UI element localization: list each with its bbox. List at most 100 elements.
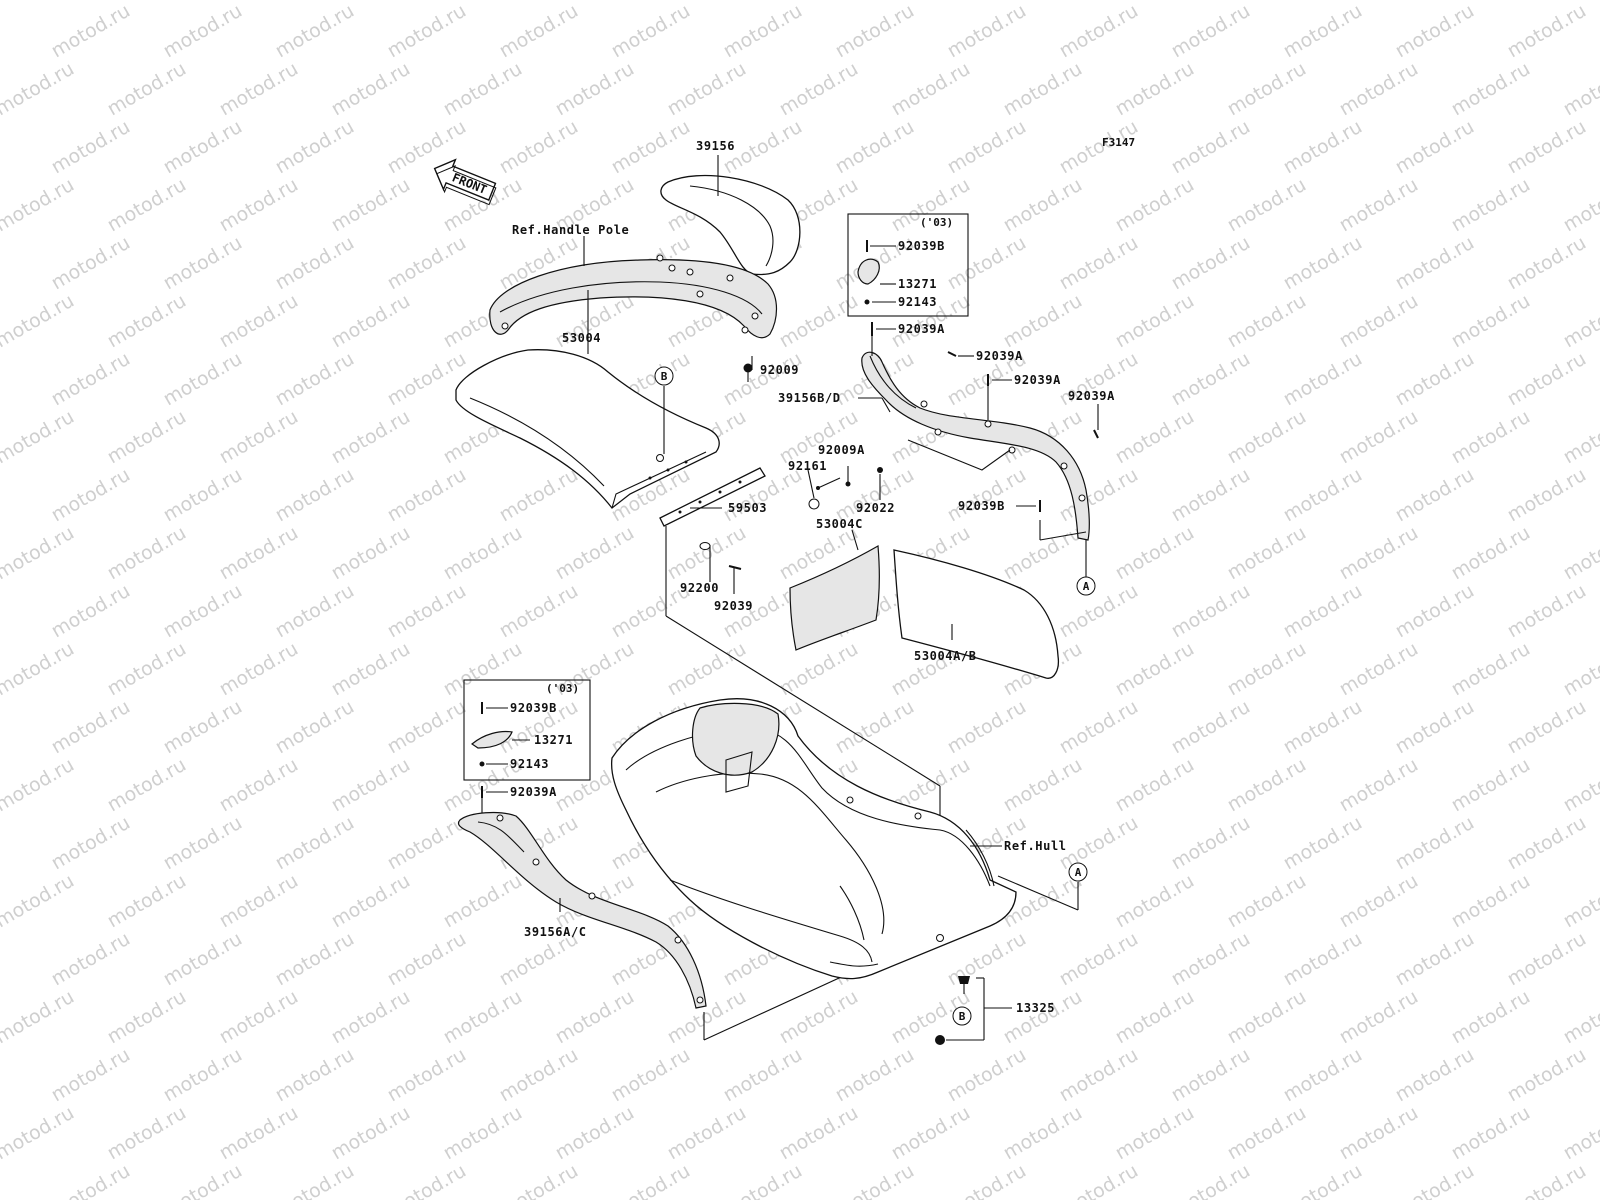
watermark-text: motod.ru xyxy=(104,522,190,585)
watermark-text: motod.ru xyxy=(440,870,526,933)
watermark-text: motod.ru xyxy=(1504,1044,1590,1107)
drain-plug-13325 xyxy=(935,976,1012,1045)
watermark-text: motod.ru xyxy=(776,1102,862,1165)
watermark-text: motod.ru xyxy=(1168,696,1254,759)
watermark-text: motod.ru xyxy=(1392,1160,1478,1200)
watermark-text: motod.ru xyxy=(1448,1102,1534,1165)
watermark-text: motod.ru xyxy=(104,754,190,817)
watermark-text: motod.ru xyxy=(1280,116,1366,179)
watermark-text: motod.ru xyxy=(440,58,526,121)
watermark-text: motod.ru xyxy=(1112,406,1198,469)
watermark-text: motod.ru xyxy=(1056,696,1142,759)
watermark-text: motod.ru xyxy=(1392,116,1478,179)
watermark-text: motod.ru xyxy=(1280,1044,1366,1107)
watermark-text: motod.ru xyxy=(1224,986,1310,1049)
watermark-text: motod.ru xyxy=(104,638,190,701)
leader-lines-right xyxy=(807,322,1099,578)
watermark-text: motod.ru xyxy=(1112,174,1198,237)
seat-cover-39156 xyxy=(660,174,801,276)
watermark-text: motod.ru xyxy=(664,638,750,701)
watermark-text: motod.ru xyxy=(104,870,190,933)
svg-text:B: B xyxy=(959,1010,966,1023)
watermark-text: motod.ru xyxy=(328,290,414,353)
watermark-text: motod.ru xyxy=(48,116,134,179)
watermark-text: motod.ru xyxy=(1056,1044,1142,1107)
year-box-label: ('03) xyxy=(920,216,953,229)
watermark-text: motod.ru xyxy=(48,232,134,295)
watermark-text: motod.ru xyxy=(1056,1160,1142,1200)
watermark-text: motod.ru xyxy=(328,986,414,1049)
watermark-text: motod.ru xyxy=(440,638,526,701)
label-92039: 92039 xyxy=(714,599,753,613)
watermark-text: motod.ru xyxy=(1056,928,1142,991)
watermark-text: motod.ru xyxy=(104,1102,190,1165)
watermark-text: motod.ru xyxy=(384,928,470,991)
watermark-text: motod.ru xyxy=(1392,696,1478,759)
watermark-text: motod.ru xyxy=(0,986,78,1049)
watermark-text: motod.ru xyxy=(328,638,414,701)
watermark-text: motod.ru xyxy=(1168,116,1254,179)
watermark-text: motod.ru xyxy=(1336,986,1422,1049)
watermark-text: motod.ru xyxy=(48,580,134,643)
watermark-text: motod.ru xyxy=(272,464,358,527)
watermark-text: motod.ru xyxy=(384,696,470,759)
watermark-text: motod.ru xyxy=(104,986,190,1049)
watermark-text: motod.ru xyxy=(48,1044,134,1107)
part-labels: 39156 Ref.Handle Pole 53004 92009 59503 … xyxy=(510,139,1115,1015)
strip-59503 xyxy=(659,467,766,527)
watermark-text: motod.ru xyxy=(1224,1102,1310,1165)
label-92009: 92009 xyxy=(760,363,799,377)
watermark-text: motod.ru xyxy=(384,1160,470,1200)
watermark-text: motod.ru xyxy=(1560,754,1600,817)
watermark-text: motod.ru xyxy=(1504,812,1590,875)
label-box1-13271: 13271 xyxy=(898,277,937,291)
watermark-text: motod.ru xyxy=(1448,290,1534,353)
label-92161: 92161 xyxy=(788,459,827,473)
watermark-text: motod.ru xyxy=(832,116,918,179)
watermark-text: motod.ru xyxy=(272,116,358,179)
watermark-text: motod.ru xyxy=(944,696,1030,759)
watermark-text: motod.ru xyxy=(1504,464,1590,527)
watermark-text: motod.ru xyxy=(1000,986,1086,1049)
pad-53004c xyxy=(789,529,880,651)
watermark-text: motod.ru xyxy=(384,464,470,527)
ref-marker-a-bottom: A xyxy=(997,862,1088,911)
watermark-text: motod.ru xyxy=(1448,522,1534,585)
watermark-text: motod.ru xyxy=(1000,1102,1086,1165)
watermark-text: motod.ru xyxy=(440,1102,526,1165)
watermark-text: motod.ru xyxy=(1168,580,1254,643)
watermark-text: motod.ru xyxy=(48,348,134,411)
watermark-text: motod.ru xyxy=(776,986,862,1049)
watermark-text: motod.ru xyxy=(272,348,358,411)
screw-92009-icon xyxy=(743,363,753,382)
watermark-text: motod.ru xyxy=(1280,812,1366,875)
watermark-text: motod.ru xyxy=(104,174,190,237)
label-92039a-2: 92039A xyxy=(976,349,1023,363)
watermark-text: motod.ru xyxy=(48,0,134,62)
watermark-text: motod.ru xyxy=(328,870,414,933)
watermark-text: motod.ru xyxy=(1504,580,1590,643)
watermark-text: motod.ru xyxy=(1056,232,1142,295)
watermark-text: motod.ru xyxy=(1224,174,1310,237)
watermark-text: motod.ru xyxy=(832,1044,918,1107)
watermark-text: motod.ru xyxy=(384,0,470,62)
watermark-text: motod.ru xyxy=(216,58,302,121)
watermark-text: motod.ru xyxy=(272,580,358,643)
watermark-text: motod.ru xyxy=(0,58,78,121)
watermark-text: motod.ru xyxy=(832,1160,918,1200)
watermark-text: motod.ru xyxy=(1000,522,1086,585)
watermark-text: motod.ru xyxy=(160,696,246,759)
year-box-top-right: ('03) xyxy=(847,213,969,317)
watermark-text: motod.ru xyxy=(328,406,414,469)
watermark-text: motod.ru xyxy=(272,812,358,875)
label-box2-92143: 92143 xyxy=(510,757,549,771)
watermark-text: motod.ru xyxy=(216,986,302,1049)
watermark-text: motod.ru xyxy=(944,1160,1030,1200)
year-box-bottom-left: ('03) xyxy=(463,679,591,781)
watermark-text: motod.ru xyxy=(608,116,694,179)
label-53004c: 53004C xyxy=(816,517,863,531)
watermark-text: motod.ru xyxy=(1224,870,1310,933)
watermark-text: motod.ru xyxy=(1448,58,1534,121)
watermark-text: motod.ru xyxy=(608,0,694,62)
watermark-text: motod.ru xyxy=(328,174,414,237)
